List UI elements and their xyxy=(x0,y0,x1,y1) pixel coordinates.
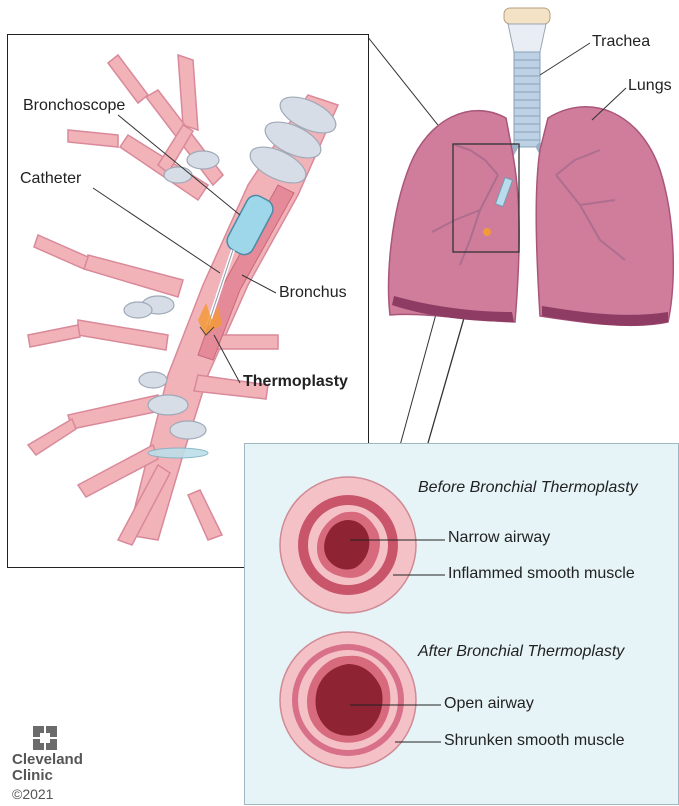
label-thermoplasty: Thermoplasty xyxy=(243,373,348,391)
after-heading: After Bronchial Thermoplasty xyxy=(418,643,624,661)
cleveland-clinic-mark-icon xyxy=(31,724,59,752)
logo-line2: Clinic xyxy=(12,768,84,784)
label-shrunken-muscle: Shrunken smooth muscle xyxy=(444,732,625,750)
label-catheter: Catheter xyxy=(20,170,81,188)
cross-section-panel xyxy=(244,443,679,805)
label-open-airway: Open airway xyxy=(444,695,534,713)
cross-section-illustration xyxy=(245,444,678,804)
label-narrow-airway: Narrow airway xyxy=(448,529,550,547)
cleveland-clinic-logo: Cleveland Clinic ©2021 xyxy=(12,724,84,802)
label-bronchoscope: Bronchoscope xyxy=(23,97,125,115)
label-bronchus: Bronchus xyxy=(279,284,347,302)
label-lungs: Lungs xyxy=(628,77,672,95)
label-trachea: Trachea xyxy=(592,33,650,51)
copyright: ©2021 xyxy=(12,786,84,802)
after-cross-section xyxy=(280,632,441,768)
before-cross-section xyxy=(280,477,445,613)
logo-line1: Cleveland xyxy=(12,752,84,768)
label-inflammed-muscle: Inflammed smooth muscle xyxy=(448,565,635,583)
before-heading: Before Bronchial Thermoplasty xyxy=(418,479,638,497)
